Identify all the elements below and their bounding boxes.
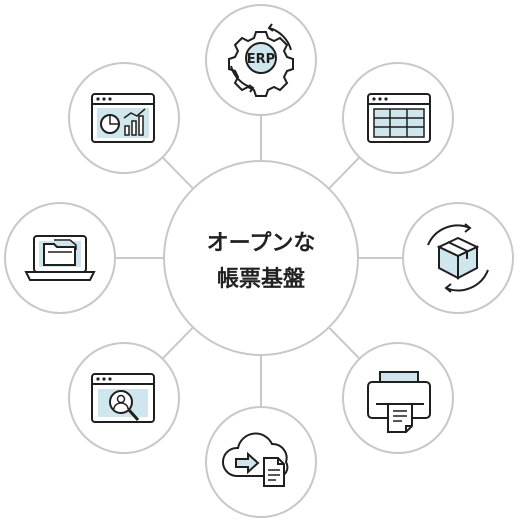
printer-icon bbox=[367, 371, 431, 433]
cloud-transfer-icon bbox=[221, 432, 289, 487]
center-title-line2: 帳票基盤 bbox=[217, 266, 306, 292]
package-cycle-icon bbox=[427, 223, 489, 293]
laptop-folder-icon bbox=[24, 235, 96, 281]
center-title-line1: オープンな bbox=[207, 231, 316, 256]
erp-label: ERP bbox=[247, 52, 275, 67]
erp-gear-icon: ERP bbox=[228, 23, 294, 97]
analytics-window-icon bbox=[91, 93, 155, 143]
table-window-icon bbox=[367, 93, 431, 143]
search-user-window-icon bbox=[91, 373, 155, 423]
center-hub bbox=[163, 160, 359, 356]
